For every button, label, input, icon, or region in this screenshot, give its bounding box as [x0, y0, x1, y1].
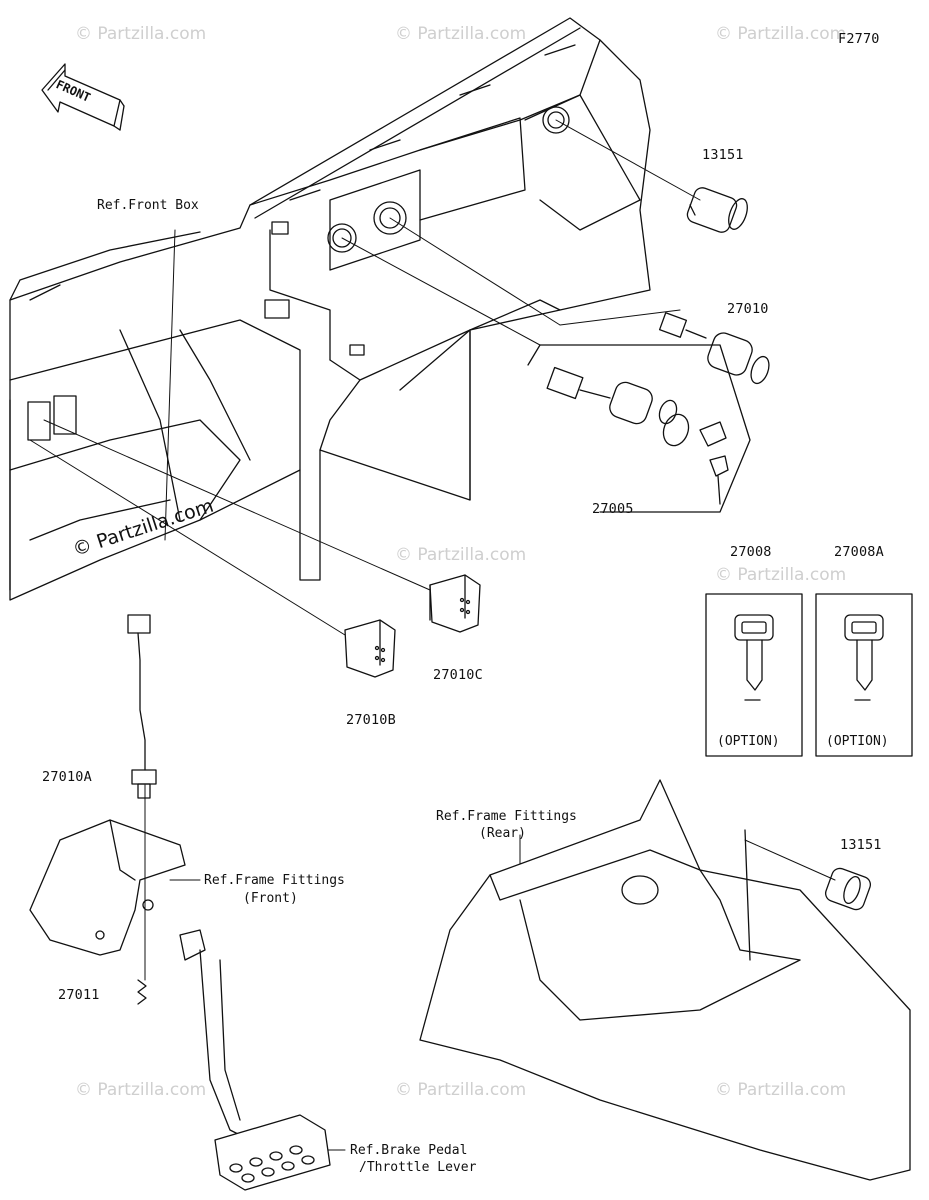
part-label-27008: 27008	[730, 544, 772, 560]
frame-fitting-front-icon	[29, 819, 186, 956]
ref-frame-rear-line2: (Rear)	[479, 826, 526, 841]
part-label-27010A: 27010A	[42, 769, 92, 785]
ignition-switch-icon	[546, 366, 729, 505]
ref-frame-rear-line1: Ref.Frame Fittings	[436, 809, 577, 824]
part-label-27011: 27011	[58, 987, 100, 1003]
watermark: © Partzilla.com	[395, 1080, 527, 1100]
part-label-27010: 27010	[727, 301, 769, 317]
option-label-27008: (OPTION)	[717, 734, 780, 749]
ref-frame-front-line2: (Front)	[243, 891, 298, 906]
ref-frame-front-line1: Ref.Frame Fittings	[204, 873, 345, 888]
figure-code: F2770	[838, 31, 880, 47]
ref-brake-line2: /Throttle Lever	[359, 1160, 477, 1175]
watermark: © Partzilla.com	[715, 24, 847, 44]
ref-front-box: Ref.Front Box	[97, 198, 199, 213]
socket-icon	[686, 187, 748, 233]
ref-brake-line1: Ref.Brake Pedal	[350, 1143, 468, 1158]
frame-fitting-rear-icon	[419, 779, 911, 1181]
watermark: © Partzilla.com	[395, 24, 527, 44]
watermark: © Partzilla.com	[715, 565, 847, 585]
rocker-switch-b-icon	[344, 619, 396, 678]
power-outlet-icon	[658, 312, 770, 385]
brake-switch-icon	[127, 614, 157, 799]
dashboard-illustration	[9, 17, 651, 601]
watermark: © Partzilla.com	[75, 24, 207, 44]
spring-icon	[137, 979, 147, 1005]
watermark: © Partzilla.com	[715, 1080, 847, 1100]
rocker-switch-c-icon	[429, 574, 481, 633]
watermark: © Partzilla.com	[75, 1080, 207, 1100]
key-box-27008	[705, 593, 803, 757]
brake-pedal-icon	[179, 929, 331, 1191]
part-label-27010C: 27010C	[433, 667, 483, 683]
key-box-27008A	[815, 593, 913, 757]
option-label-27008A: (OPTION)	[826, 734, 889, 749]
part-label-13151-bottom: 13151	[840, 837, 882, 853]
ignition-kit-frame	[527, 344, 751, 513]
front-arrow-icon	[41, 63, 125, 131]
watermark: © Partzilla.com	[395, 545, 527, 565]
socket-rear-icon	[824, 867, 872, 911]
part-label-27008A: 27008A	[834, 544, 884, 560]
part-label-27010B: 27010B	[346, 712, 396, 728]
part-label-27005: 27005	[592, 501, 634, 517]
part-label-13151-top: 13151	[702, 147, 744, 163]
